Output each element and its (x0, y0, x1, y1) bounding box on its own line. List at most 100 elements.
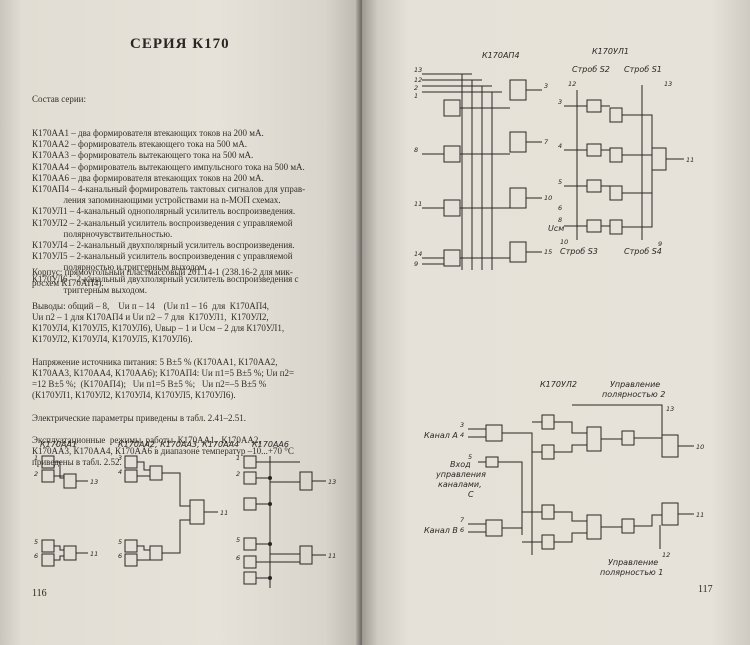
channel-a-label: Канал А (424, 431, 458, 440)
svg-text:13: 13 (328, 478, 336, 486)
svg-text:8: 8 (558, 216, 562, 224)
diagram-label-ul1: К170УЛ1 (592, 47, 629, 56)
svg-text:5: 5 (118, 538, 122, 546)
svg-text:5: 5 (236, 536, 240, 544)
text-line (32, 289, 294, 300)
svg-text:7: 7 (544, 138, 549, 146)
svg-text:4: 4 (558, 142, 562, 150)
svg-text:4: 4 (118, 468, 122, 476)
svg-text:15: 15 (544, 248, 552, 256)
svg-text:4: 4 (460, 431, 464, 439)
text-line (32, 401, 294, 412)
strobe-s4-label: Строб S4 (624, 247, 662, 256)
svg-text:2: 2 (236, 470, 240, 478)
text-line: К170АА3 – формирователь вытекающего тока… (32, 150, 254, 161)
svg-text:7: 7 (460, 516, 465, 524)
svg-text:12: 12 (414, 76, 422, 84)
svg-text:6: 6 (34, 552, 38, 560)
text-line: К170УЛ2 – 2-канальный усилитель воспроиз… (32, 217, 293, 228)
text-line: К170АА3, К170АА4, К170АА6 в диапазоне те… (32, 446, 294, 457)
text-line: Эксплуатационные режимы работы К170АА1, … (32, 435, 261, 446)
left-page: СЕРИЯ К170 Состав серии: К170АА1 – два ф… (0, 0, 362, 645)
svg-text:11: 11 (328, 552, 336, 560)
text-line: Выводы: общий – 8, Uи п – 14 (Uи п1 – 16… (32, 300, 269, 311)
svg-text:3: 3 (118, 454, 122, 462)
channel-b-label: Канал В (424, 526, 458, 535)
text-line: К170УЛ5 – 2-канальный усилитель воспроиз… (32, 251, 293, 262)
page-number-left: 116 (32, 588, 47, 599)
page-number-right: 117 (698, 584, 713, 595)
svg-text:13: 13 (90, 478, 98, 486)
svg-text:3: 3 (460, 421, 464, 429)
text-line: К170УЛ4 – 2-канальный двухполярный усили… (32, 240, 295, 251)
page-title: СЕРИЯ К170 (130, 36, 230, 52)
svg-text:11: 11 (220, 509, 228, 517)
svg-text:12: 12 (662, 551, 670, 559)
text-line: К170УЛ6 – 2-канальный двухполярный усили… (32, 273, 299, 284)
svg-text:1: 1 (236, 454, 240, 462)
text-line: триггерным выходом. (32, 284, 147, 295)
svg-text:11: 11 (414, 200, 422, 208)
control-input-line2: управления (435, 470, 486, 479)
svg-text:9: 9 (414, 260, 418, 268)
left-schematics: К170АА1 К170АА2, К170АА3, К170АА4 К170АА… (34, 440, 336, 598)
svg-text:13: 13 (414, 66, 422, 74)
text-line (32, 424, 294, 435)
svg-text:10: 10 (696, 443, 704, 451)
diagram-label-aa1: К170АА1 (40, 440, 77, 449)
text-line: (К170УЛ1, К170УЛ2, К170УЛ4, К170УЛ5, К17… (32, 390, 236, 401)
svg-text:11: 11 (90, 550, 98, 558)
text-line: Электрические параметры приведены в табл… (32, 412, 246, 423)
svg-text:9: 9 (658, 240, 662, 248)
control-input-line3: каналами, (438, 480, 482, 489)
text-line: росхем К170АП4). (32, 278, 104, 289)
polarity-control-1-line1: Управление (608, 558, 658, 567)
svg-text:5: 5 (34, 538, 38, 546)
svg-text:10: 10 (544, 194, 552, 202)
svg-text:13: 13 (664, 80, 672, 88)
svg-text:6: 6 (460, 526, 464, 534)
text-line: К170АА1 – два формирователя втекающих то… (32, 128, 264, 139)
svg-text:3: 3 (544, 82, 548, 90)
svg-text:1: 1 (414, 92, 418, 100)
strobe-s3-label: Строб S3 (560, 247, 598, 256)
text-line (32, 345, 294, 356)
svg-text:6: 6 (558, 204, 562, 212)
svg-text:1: 1 (34, 454, 38, 462)
svg-text:6: 6 (118, 552, 122, 560)
polarity-control-2-line1: Управление (610, 380, 660, 389)
ap4-ul1-schematics: К170АП4 К170УЛ1 Строб S2 Строб S1 Строб … (414, 47, 694, 290)
svg-text:12: 12 (568, 80, 576, 88)
text-line: К170АП4 – 4-канальный формирователь такт… (32, 184, 306, 195)
svg-text:10: 10 (560, 238, 568, 246)
svg-text:14: 14 (414, 250, 422, 258)
specifications-text: Корпус: прямоугольный пластмассовый 201.… (32, 267, 294, 469)
series-composition: Состав серии: К170АА1 – два формировател… (32, 72, 305, 296)
diagram-label-ap4: К170АП4 (482, 51, 520, 60)
control-input-line4: С (468, 490, 474, 499)
polarity-control-2-line2: полярностью 2 (602, 390, 665, 399)
svg-text:3: 3 (558, 98, 562, 106)
svg-text:2: 2 (34, 470, 38, 478)
control-input-line1: Вход (450, 460, 471, 469)
text-line: К170АА6 – два формирователя втекающих то… (32, 172, 264, 183)
svg-text:5: 5 (558, 178, 562, 186)
text-line: ления запоминающими устройствами на n-МО… (32, 195, 281, 206)
text-line: полярностью и триггерным выходом. (32, 262, 207, 273)
svg-text:8: 8 (414, 146, 418, 154)
diagram-label-aa234: К170АА2, К170АА3, К170АА4 (118, 440, 239, 449)
diagram-label-ul2: К170УЛ2 (540, 380, 577, 389)
text-line: К170АА3, К170АА4, К170АА6); К170АП4: Uи … (32, 367, 295, 378)
text-line: К170АА4 – формирователь вытекающего импу… (32, 161, 305, 172)
text-line: Корпус: прямоугольный пластмассовый 201.… (32, 267, 293, 277)
right-page: К170АП4 К170УЛ1 Строб S2 Строб S1 Строб … (362, 0, 750, 645)
text-line: Uи п2 – 1 для К170АП4 и Uи п2 – 7 для К1… (32, 311, 269, 322)
composition-heading: Состав серии: (32, 94, 86, 105)
svg-text:11: 11 (696, 511, 704, 519)
svg-text:13: 13 (666, 405, 674, 413)
ucm-pin-label: Uсм (548, 224, 564, 233)
polarity-control-1-line2: полярностью 1 (600, 568, 663, 577)
text-line: Напряжение источника питания: 5 В±5 % (К… (32, 356, 278, 367)
text-line: полярночувствительностью. (32, 228, 173, 239)
text-line: К170АА2 – формирователь втекающего тока … (32, 139, 247, 150)
